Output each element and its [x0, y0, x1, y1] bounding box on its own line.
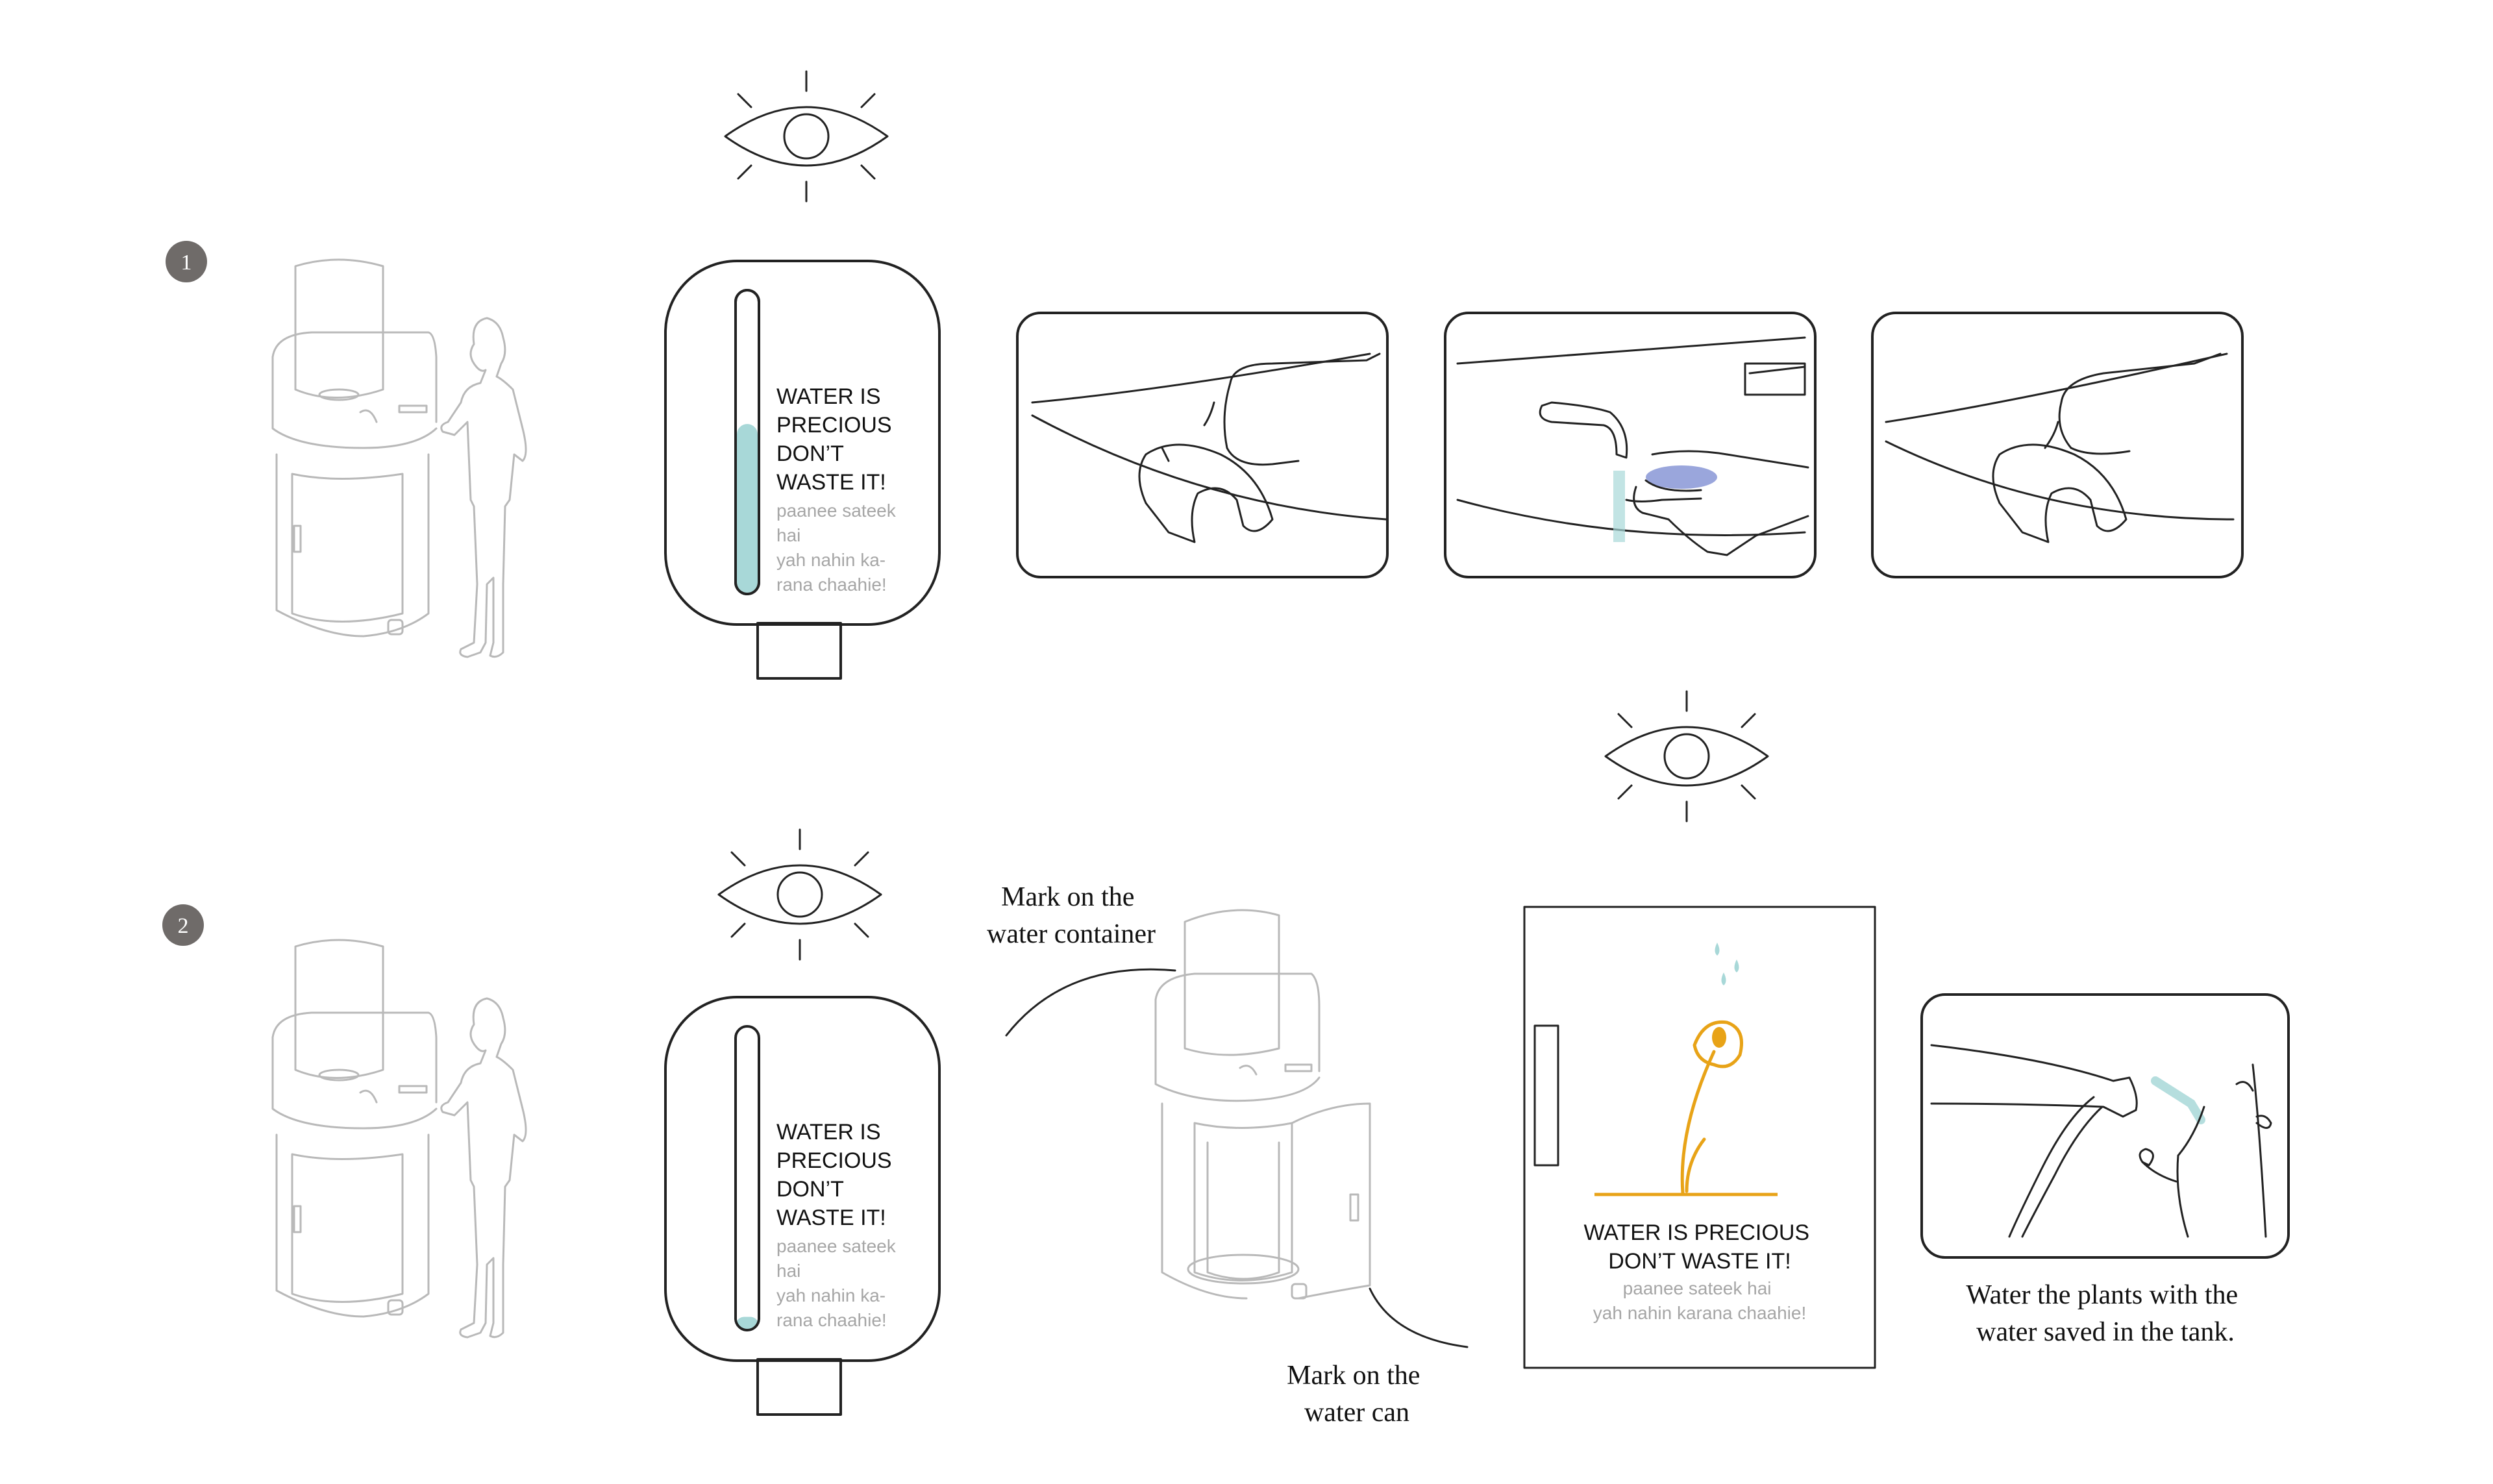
eye-icon	[717, 828, 882, 961]
door-sign-sub-text: paanee sateek hai yah nahin karana chaah…	[1593, 1278, 1806, 1323]
callout-line	[1369, 1287, 1469, 1348]
step-2-badge: 2	[162, 904, 204, 946]
callout-line	[1005, 968, 1176, 1037]
eye-icon	[724, 70, 889, 203]
sign-sub-text: paanee sateek hai yah nahin ka- rana cha…	[776, 501, 901, 595]
caption-mark-can: Mark on the water can	[1287, 1361, 1427, 1428]
water-gauge-sign-panel: WATER IS PRECIOUS DON’T WASTE IT! paanee…	[664, 996, 941, 1416]
soap-bar	[1646, 465, 1717, 489]
water-stream	[1613, 471, 1625, 542]
step-2-number: 2	[178, 914, 189, 938]
water-level-fill	[737, 424, 758, 593]
sign-sub-text: paanee sateek hai yah nahin ka- rana cha…	[776, 1236, 901, 1330]
frame-press-tap	[1016, 312, 1389, 578]
door-sign-main-text: WATER IS PRECIOUS DON’T WASTE IT!	[1583, 1220, 1815, 1274]
sign-main-text: WATER IS PRECIOUS DON’T WASTE IT!	[776, 1120, 898, 1230]
frame-wash-hands	[1444, 312, 1817, 578]
station-open-illustration	[1154, 909, 1371, 1300]
water-gauge-sign-panel: WATER IS PRECIOUS DON’T WASTE IT! paanee…	[664, 260, 941, 680]
step-1-badge: 1	[166, 241, 207, 282]
water-stream	[2151, 1076, 2205, 1124]
handwash-station-illustration	[271, 939, 527, 1339]
frame-water-plants	[1920, 993, 2290, 1259]
step-badge-icon	[166, 241, 207, 282]
caption-mark-container: Mark on the water container	[987, 882, 1156, 949]
step-badge-icon	[162, 904, 204, 946]
water-level-fill	[737, 1317, 758, 1329]
caption-water-plants: Water the plants with the water saved in…	[1966, 1280, 2244, 1347]
step-1-number: 1	[181, 251, 192, 275]
cabinet-door-sign: WATER IS PRECIOUS DON’T WASTE IT! paanee…	[1523, 906, 1876, 1369]
frame-release-tap	[1871, 312, 2244, 578]
plant-icon	[1594, 1020, 1778, 1196]
sign-main-text: WATER IS PRECIOUS DON’T WASTE IT!	[776, 384, 898, 495]
eye-icon	[1604, 690, 1769, 822]
handwash-station-illustration	[271, 258, 527, 658]
water-drop-icon	[1715, 943, 1739, 985]
